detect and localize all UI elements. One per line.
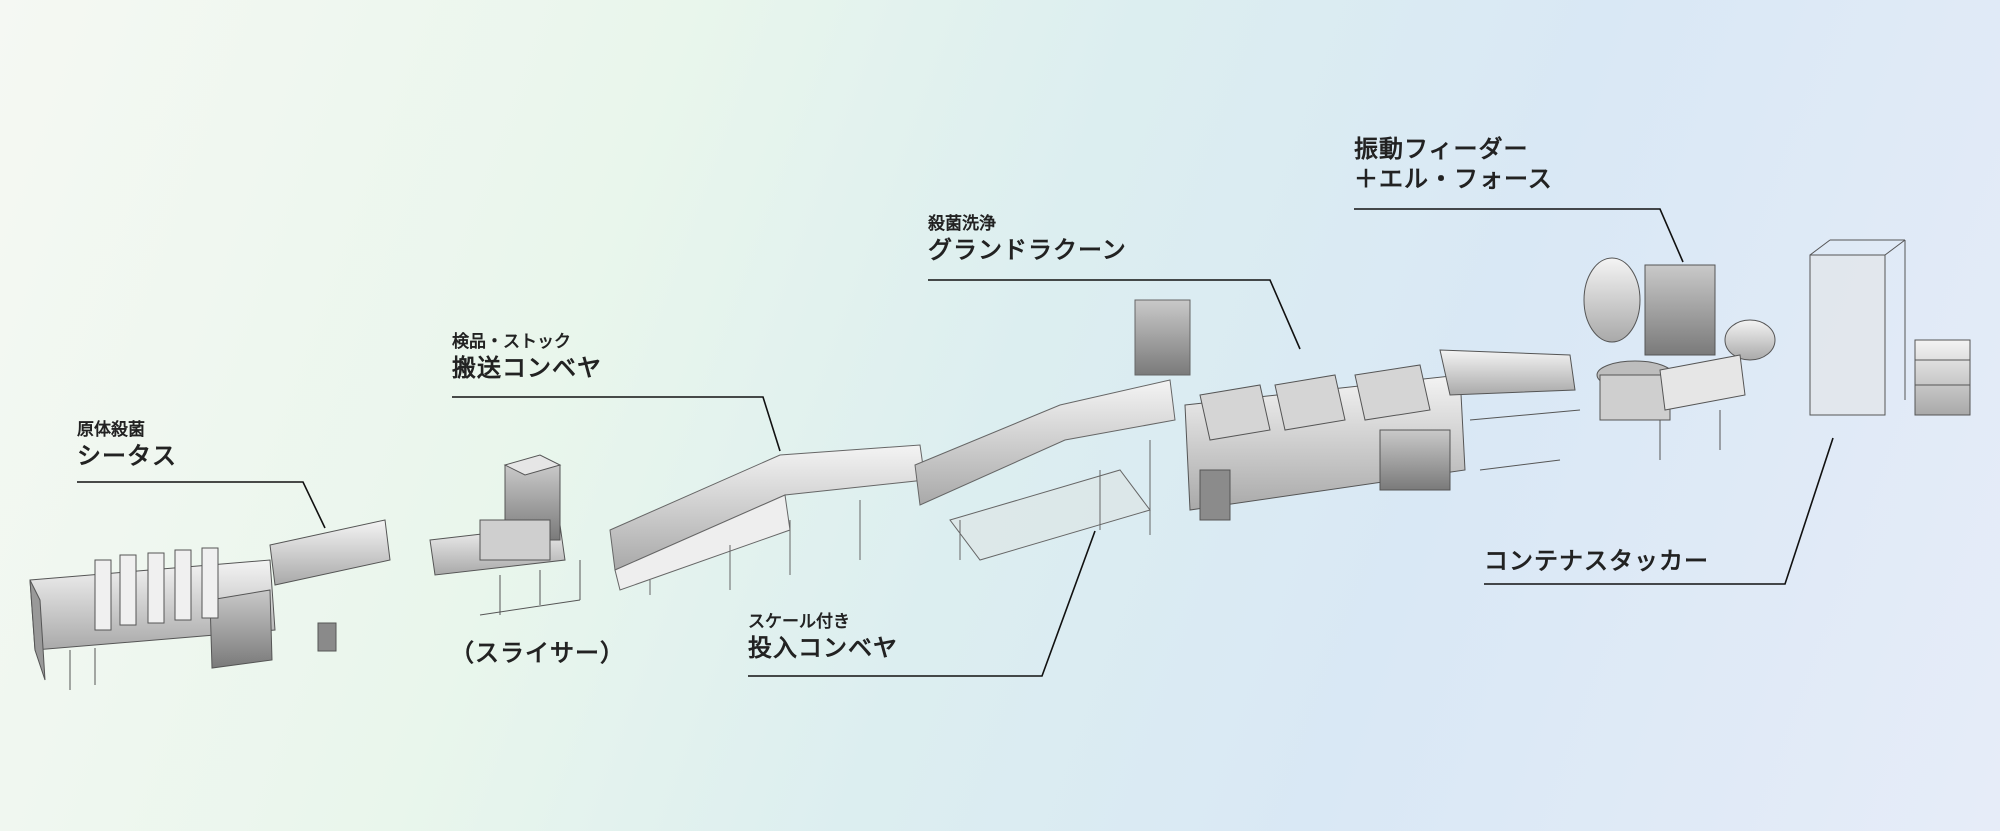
label-transport: 検品・ストック 搬送コンベヤ <box>452 332 602 383</box>
label-transport-main: 搬送コンベヤ <box>452 354 602 383</box>
leader-line-transport <box>452 396 781 452</box>
label-wash: 殺菌洗浄 グランドラクーン <box>928 214 1127 265</box>
label-scale: スケール付き 投入コンベヤ <box>748 612 898 663</box>
slicer-machine <box>429 454 581 616</box>
label-wash-main: グランドラクーン <box>928 236 1127 265</box>
grand-raccoon-washer <box>1184 349 1581 521</box>
label-stacker-main: コンテナスタッカー <box>1484 547 1709 575</box>
leader-lines <box>77 208 1834 677</box>
label-wash-sub: 殺菌洗浄 <box>928 214 996 234</box>
container-stacker-machine <box>1809 239 1971 416</box>
label-slicer: （スライサー） <box>450 638 625 668</box>
vibration-feeder-machine <box>1583 257 1776 460</box>
label-ceatus: 原体殺菌 シータス <box>77 420 177 471</box>
label-stacker: コンテナスタッカー <box>1484 546 1709 576</box>
leader-line-scale <box>748 530 1096 677</box>
leader-line-ceatus <box>77 481 326 529</box>
label-feeder-line1: 振動フィーダー <box>1354 135 1529 163</box>
label-feeder-line2: ＋エル・フォース <box>1354 165 1553 193</box>
label-ceatus-sub: 原体殺菌 <box>77 420 145 440</box>
leader-line-wash <box>928 279 1301 350</box>
label-ceatus-main: シータス <box>77 442 177 471</box>
ceatus-machine <box>29 519 391 690</box>
leader-line-feeder <box>1354 208 1684 263</box>
transport-conveyor <box>609 444 926 595</box>
label-scale-sub: スケール付き <box>748 612 850 632</box>
label-transport-sub: 検品・ストック <box>452 332 571 352</box>
label-feeder: 振動フィーダー ＋エル・フォース <box>1354 134 1553 194</box>
label-scale-main: 投入コンベヤ <box>748 634 898 663</box>
label-slicer-main: （スライサー） <box>450 639 625 667</box>
leader-line-stacker <box>1484 437 1834 585</box>
scale-infeed-conveyor <box>914 299 1191 561</box>
